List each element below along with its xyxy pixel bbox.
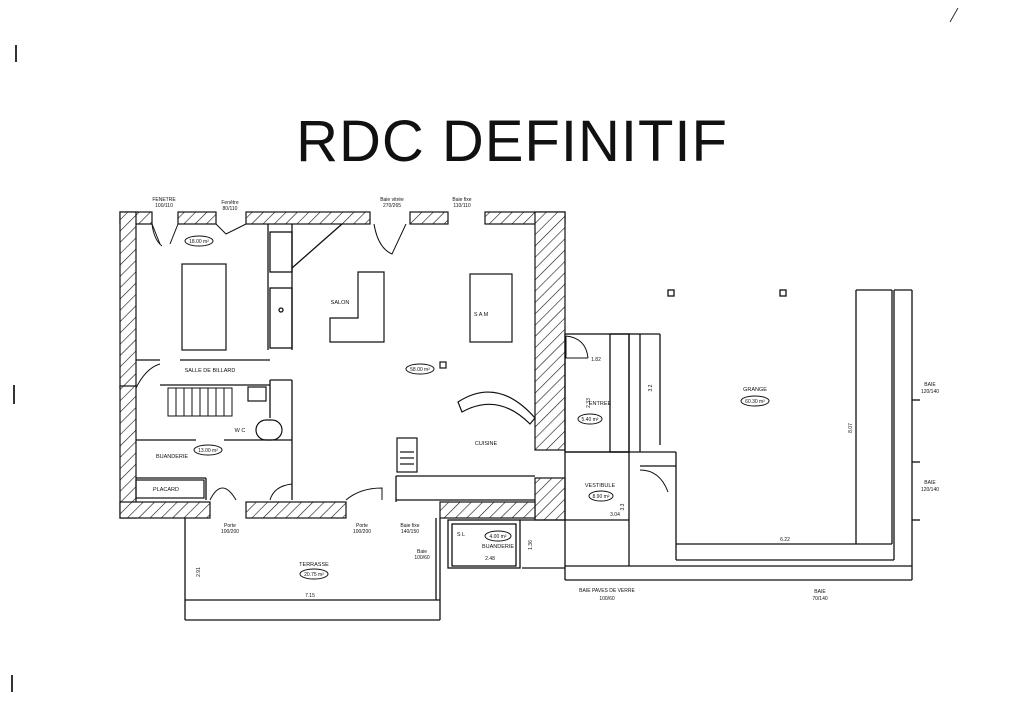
svg-text:58.00 m²: 58.00 m²: [410, 367, 430, 373]
svg-text:1.36: 1.36: [528, 540, 534, 550]
grange-block: [565, 289, 920, 581]
svg-text:Porte: Porte: [356, 523, 368, 529]
dining-table: [469, 273, 513, 343]
kitchen-island: [457, 391, 536, 425]
room-labels: SALLE DE BILLARD SALON S A M CUISINE W C…: [153, 300, 767, 568]
main-house-walls: [119, 211, 566, 521]
label-fenetre: FENETRE: [152, 197, 176, 203]
wall-left-bottom: [119, 385, 137, 519]
plan-title: RDC DEFINITIF: [296, 109, 728, 174]
stove: [396, 437, 418, 473]
svg-text:3.04: 3.04: [610, 512, 620, 518]
wall-top-b: [245, 211, 371, 225]
svg-text:4.00 m²: 4.00 m²: [490, 534, 507, 540]
wall-right: [534, 211, 566, 451]
room-billard: SALLE DE BILLARD: [185, 368, 236, 374]
room-buanderie2: BUANDERIE: [482, 544, 514, 550]
svg-text:2.33: 2.33: [586, 398, 592, 408]
svg-text:100/200: 100/200: [353, 529, 371, 535]
svg-text:5.40 m²: 5.40 m²: [582, 417, 599, 423]
opening-labels: FENETRE 100/110 Fenêtre 80/110 Baie vitr…: [152, 197, 939, 602]
room-sam: S A M: [474, 312, 489, 318]
svg-text:Baie fixe: Baie fixe: [452, 197, 471, 203]
svg-text:20.75 m²: 20.75 m²: [304, 572, 324, 578]
wall-right-low: [534, 477, 566, 521]
area-badges: 18.00 m² 58.00 m² 13.00 m² 5.40 m² 8.90 …: [184, 235, 770, 580]
room-salon: SALON: [331, 300, 350, 306]
svg-text:100/60: 100/60: [599, 596, 615, 602]
svg-text:100/200: 100/200: [221, 529, 239, 535]
svg-text:1.82: 1.82: [591, 357, 601, 363]
staircase: [167, 387, 233, 417]
svg-text:8.07: 8.07: [848, 423, 854, 433]
svg-text:3.2: 3.2: [648, 384, 654, 391]
wall-bottom-a: [119, 501, 211, 519]
svg-text:Baie vitrée: Baie vitrée: [380, 197, 404, 203]
svg-text:60.30 m²: 60.30 m²: [745, 399, 765, 405]
svg-text:BAIE PAVES DE VERRE: BAIE PAVES DE VERRE: [579, 588, 635, 594]
wall-top-c: [409, 211, 449, 225]
svg-text:2.91: 2.91: [196, 567, 202, 577]
svg-text:S L: S L: [457, 532, 465, 538]
svg-text:110/110: 110/110: [453, 203, 471, 209]
svg-text:140/150: 140/150: [401, 529, 419, 535]
margin-marks: [11, 7, 959, 692]
room-placard: PLACARD: [153, 487, 179, 493]
svg-text:7.15: 7.15: [305, 593, 315, 599]
svg-text:120/140: 120/140: [921, 487, 939, 493]
room-vestibule: VESTIBULE: [585, 483, 616, 489]
sofa: [329, 271, 385, 343]
svg-text:Fenêtre: Fenêtre: [221, 200, 238, 206]
room-grange: GRANGE: [743, 387, 767, 393]
dimension-labels: 1.82 2.33 3.2 3.3 3.04 1.36 2.48 2.91 7.…: [196, 357, 854, 599]
placard-box: [135, 479, 205, 499]
svg-text:Baie: Baie: [417, 549, 427, 555]
svg-text:8.90 m²: 8.90 m²: [593, 494, 610, 500]
svg-text:BAIE: BAIE: [924, 382, 936, 388]
room-entree: ENTREE: [589, 401, 612, 407]
wall-bottom-c: [439, 501, 536, 519]
doors: [135, 223, 669, 501]
svg-text:80/110: 80/110: [223, 206, 238, 212]
svg-text:Porte: Porte: [224, 523, 236, 529]
room-buanderie: BUANDERIE: [156, 454, 188, 460]
lower-block: [184, 518, 566, 621]
wc-toilet: [255, 419, 283, 441]
svg-text:70/140: 70/140: [812, 596, 828, 602]
svg-text:270/265: 270/265: [383, 203, 401, 209]
svg-text:18.00 m²: 18.00 m²: [189, 239, 209, 245]
room-wc: W C: [235, 428, 246, 434]
billiard-table: [181, 263, 227, 351]
entree-vestibule-block: [564, 333, 677, 566]
wc-sink: [247, 386, 267, 402]
room-terrasse: TERRASSE: [299, 562, 329, 568]
svg-text:Baie fixe: Baie fixe: [400, 523, 419, 529]
svg-text:100/60: 100/60: [414, 555, 430, 561]
svg-text:BAIE: BAIE: [814, 589, 826, 595]
wall-bottom-b: [245, 501, 347, 519]
furniture: [135, 263, 536, 499]
svg-text:6.22: 6.22: [780, 537, 790, 543]
room-cuisine: CUISINE: [475, 441, 498, 447]
wall-left-top: [119, 211, 137, 389]
wall-top-a: [177, 211, 217, 225]
svg-text:120/140: 120/140: [921, 389, 939, 395]
svg-text:BAIE: BAIE: [924, 480, 936, 486]
svg-text:13.00 m²: 13.00 m²: [198, 448, 218, 454]
svg-text:2.48: 2.48: [485, 556, 495, 562]
svg-text:3.3: 3.3: [620, 503, 626, 510]
interior-walls: [136, 223, 535, 502]
svg-text:100/110: 100/110: [155, 203, 173, 209]
